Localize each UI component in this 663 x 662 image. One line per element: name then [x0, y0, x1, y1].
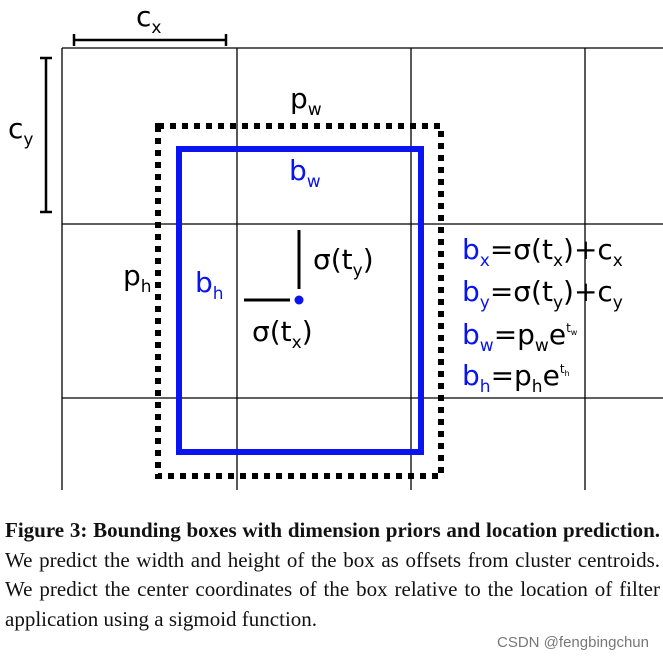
bh-label: bh: [195, 266, 224, 304]
cy-label: cy: [8, 112, 33, 150]
caption-title: Figure 3: Bounding boxes with dimension …: [5, 518, 660, 542]
equation-bh: bh=pheth: [462, 359, 570, 397]
cy-marker: [40, 56, 52, 214]
equations: bx=σ(tx)+cx by=σ(ty)+cy bw=pwetw bh=phet…: [462, 233, 623, 397]
cx-marker: [72, 34, 228, 46]
equation-bw: bw=pwetw: [462, 318, 578, 356]
equation-bx: bx=σ(tx)+cx: [462, 233, 623, 271]
figure-caption: Figure 3: Bounding boxes with dimension …: [5, 516, 660, 634]
sigma-tx-label: σ(tx): [252, 315, 313, 353]
prior-box: [155, 123, 444, 479]
grid: [61, 47, 663, 490]
bounding-box-diagram: cx cy pw ph bw bh σ(ty) σ(tx) bx=σ(tx)+c…: [8, 0, 663, 490]
center-point: [294, 295, 304, 305]
watermark: CSDN @fengbingchun: [497, 634, 649, 651]
equation-by: by=σ(ty)+cy: [462, 275, 623, 313]
cx-label: cx: [136, 0, 161, 38]
caption-text: We predict the width and height of the b…: [5, 547, 660, 631]
sigma-ty-label: σ(ty): [313, 243, 374, 281]
predicted-box: [176, 146, 424, 455]
ph-label: ph: [123, 259, 152, 297]
bw-label: bw: [289, 154, 321, 192]
pw-label: pw: [290, 82, 322, 120]
